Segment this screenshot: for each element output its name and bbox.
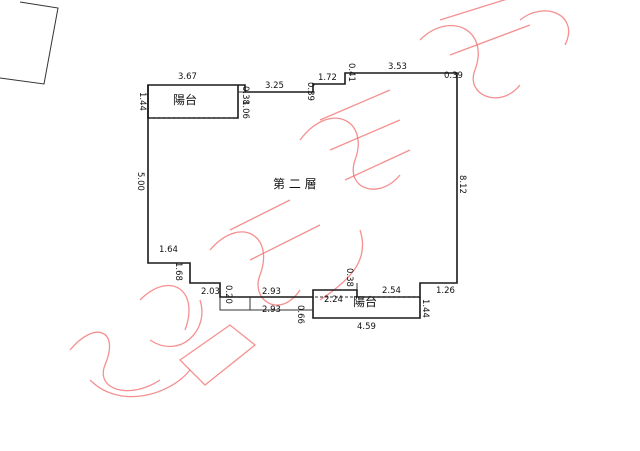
dim-step-a: 0.39 <box>305 82 315 101</box>
dim-bottom-right: 1.26 <box>436 286 455 296</box>
dim-bottom-small: 0.20 <box>223 285 233 304</box>
dim-bottom-balcony-right: 2.54 <box>382 286 401 296</box>
dim-bottom-balcony-depth: 0.66 <box>295 305 305 324</box>
dim-right-height: 8.12 <box>457 175 467 194</box>
floor-label: 第 二 層 <box>273 177 317 191</box>
dim-top-balcony-inner: 1.06 <box>240 100 250 119</box>
building-outline <box>147 72 458 319</box>
dimension-labels: 3.67 0.38 1.44 1.06 3.25 0.39 1.72 0.41 … <box>135 62 467 332</box>
dim-bottom-mid-lower: 2.93 <box>262 305 281 315</box>
neighbor-outline <box>0 1 59 85</box>
dim-left-height: 5.00 <box>135 172 145 191</box>
dim-corner-right: 0.39 <box>444 71 463 81</box>
dim-top-right: 3.53 <box>388 62 407 72</box>
room-label-balcony-bottom: 陽台 <box>353 294 377 309</box>
dim-bottom-step: 0.38 <box>344 268 354 287</box>
dim-bottom-balcony-left: 2.24 <box>324 295 343 305</box>
dim-top-mid: 3.25 <box>265 81 284 91</box>
dim-step-b: 1.72 <box>318 73 337 83</box>
dim-top-balcony-right: 0.38 <box>240 86 250 105</box>
dim-top-balcony-depth: 1.44 <box>137 92 147 111</box>
room-label-balcony-top: 陽台 <box>173 92 197 107</box>
dim-left-step: 1.64 <box>159 245 178 255</box>
dim-bottom-left: 2.03 <box>201 287 220 297</box>
dim-bottom-balcony-side: 1.44 <box>420 299 430 318</box>
dim-left-lower: 1.68 <box>173 262 183 281</box>
watermark <box>69 0 570 398</box>
dim-top-balcony-width: 3.67 <box>178 72 197 82</box>
dim-step-c: 0.41 <box>346 63 356 82</box>
dim-bottom-mid-upper: 2.93 <box>262 287 281 297</box>
dim-bottom-balcony-width: 4.59 <box>357 322 376 332</box>
